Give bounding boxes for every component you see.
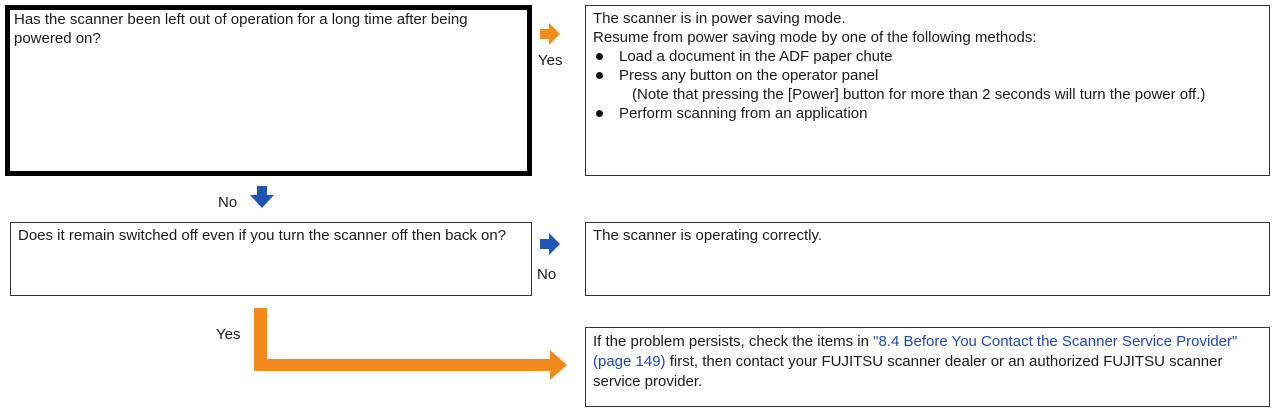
list-item: Load a document in the ADF paper chute	[593, 47, 1262, 66]
question-text: Does it remain switched off even if you …	[18, 227, 507, 244]
power-button-note: (Note that pressing the [Power] button f…	[632, 86, 1206, 103]
answer-text: If the problem persists, check the items…	[593, 333, 874, 350]
blue-arrow-down-icon	[250, 186, 274, 208]
contact-provider-link[interactable]: "8.4 Before You Contact the Scanner Serv…	[593, 333, 1238, 370]
answer-line: The scanner is in power saving mode.	[593, 10, 846, 27]
answer-box-contact-provider: If the problem persists, check the items…	[585, 327, 1270, 407]
answer-box-operating: The scanner is operating correctly.	[585, 222, 1270, 296]
yes-label: Yes	[216, 326, 241, 343]
no-label: No	[218, 194, 238, 211]
answer-text: first, then contact your FUJITSU scanner…	[593, 353, 1223, 390]
answer-line: Resume from power saving mode by one of …	[593, 29, 1037, 46]
blue-arrow-right-icon	[540, 233, 560, 255]
question-box-switched-off: Does it remain switched off even if you …	[10, 222, 532, 296]
question-text: Has the scanner been left out of operati…	[14, 11, 468, 47]
list-item: Press any button on the operator panel (…	[593, 66, 1262, 104]
question-box-power-saving: Has the scanner been left out of operati…	[5, 5, 532, 176]
answer-text: The scanner is operating correctly.	[593, 227, 822, 244]
orange-arrow-right-icon	[540, 23, 560, 45]
method-list: Load a document in the ADF paper chute P…	[593, 47, 1262, 123]
no-label: No	[537, 266, 557, 283]
list-item: Perform scanning from an application	[593, 104, 1262, 123]
yes-label: Yes	[538, 52, 563, 69]
answer-box-power-saving: The scanner is in power saving mode. Res…	[585, 5, 1270, 176]
